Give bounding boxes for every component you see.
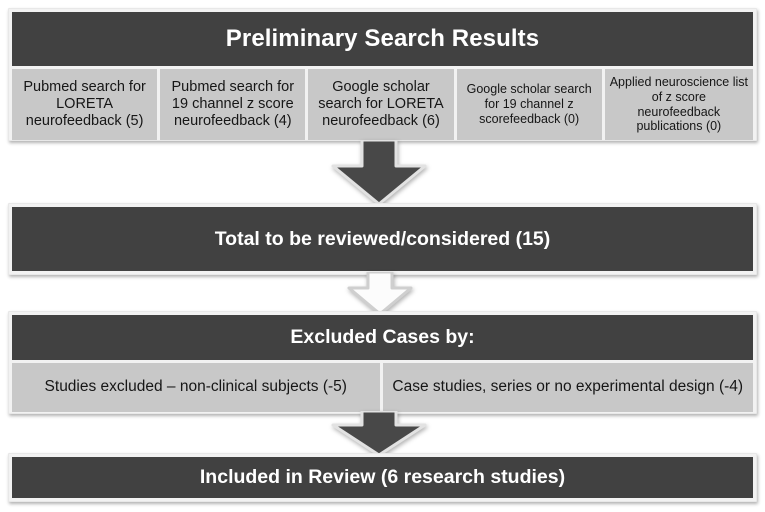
excluded-cases-row: Studies excluded – non-clinical subjects… [12, 363, 753, 412]
total-reviewed-title: Total to be reviewed/considered (15) [12, 207, 753, 271]
preliminary-search-results-row: Pubmed search for LORETA neurofeedback (… [12, 69, 753, 140]
excluded-cell-non-clinical: Studies excluded – non-clinical subjects… [12, 363, 383, 412]
search-source-cell-pubmed-19channel: Pubmed search for 19 channel z score neu… [160, 69, 309, 140]
search-source-cell-scholar-loreta: Google scholar search for LORETA neurofe… [308, 69, 457, 140]
included-in-review-block: Included in Review (6 research studies) [8, 453, 757, 502]
down-arrow-icon-search-to-total [331, 140, 427, 206]
excluded-cases-title: Excluded Cases by: [12, 315, 753, 360]
search-source-cell-pubmed-loreta: Pubmed search for LORETA neurofeedback (… [12, 69, 161, 140]
preliminary-search-results-title: Preliminary Search Results [12, 12, 753, 66]
preliminary-search-results-block: Preliminary Search Results Pubmed search… [8, 8, 757, 141]
excluded-cases-block: Excluded Cases by: Studies excluded – no… [8, 311, 757, 414]
down-arrow-icon-total-to-excluded [347, 272, 413, 316]
total-reviewed-block: Total to be reviewed/considered (15) [8, 203, 757, 275]
excluded-cell-case-studies: Case studies, series or no experimental … [382, 363, 753, 412]
search-source-cell-scholar-19channel: Google scholar search for 19 channel z s… [456, 69, 605, 140]
search-source-cell-applied-neuroscience: Applied neuroscience list of z score neu… [604, 69, 753, 140]
down-arrow-icon-excluded-to-included [331, 411, 427, 457]
included-in-review-title: Included in Review (6 research studies) [12, 457, 753, 498]
